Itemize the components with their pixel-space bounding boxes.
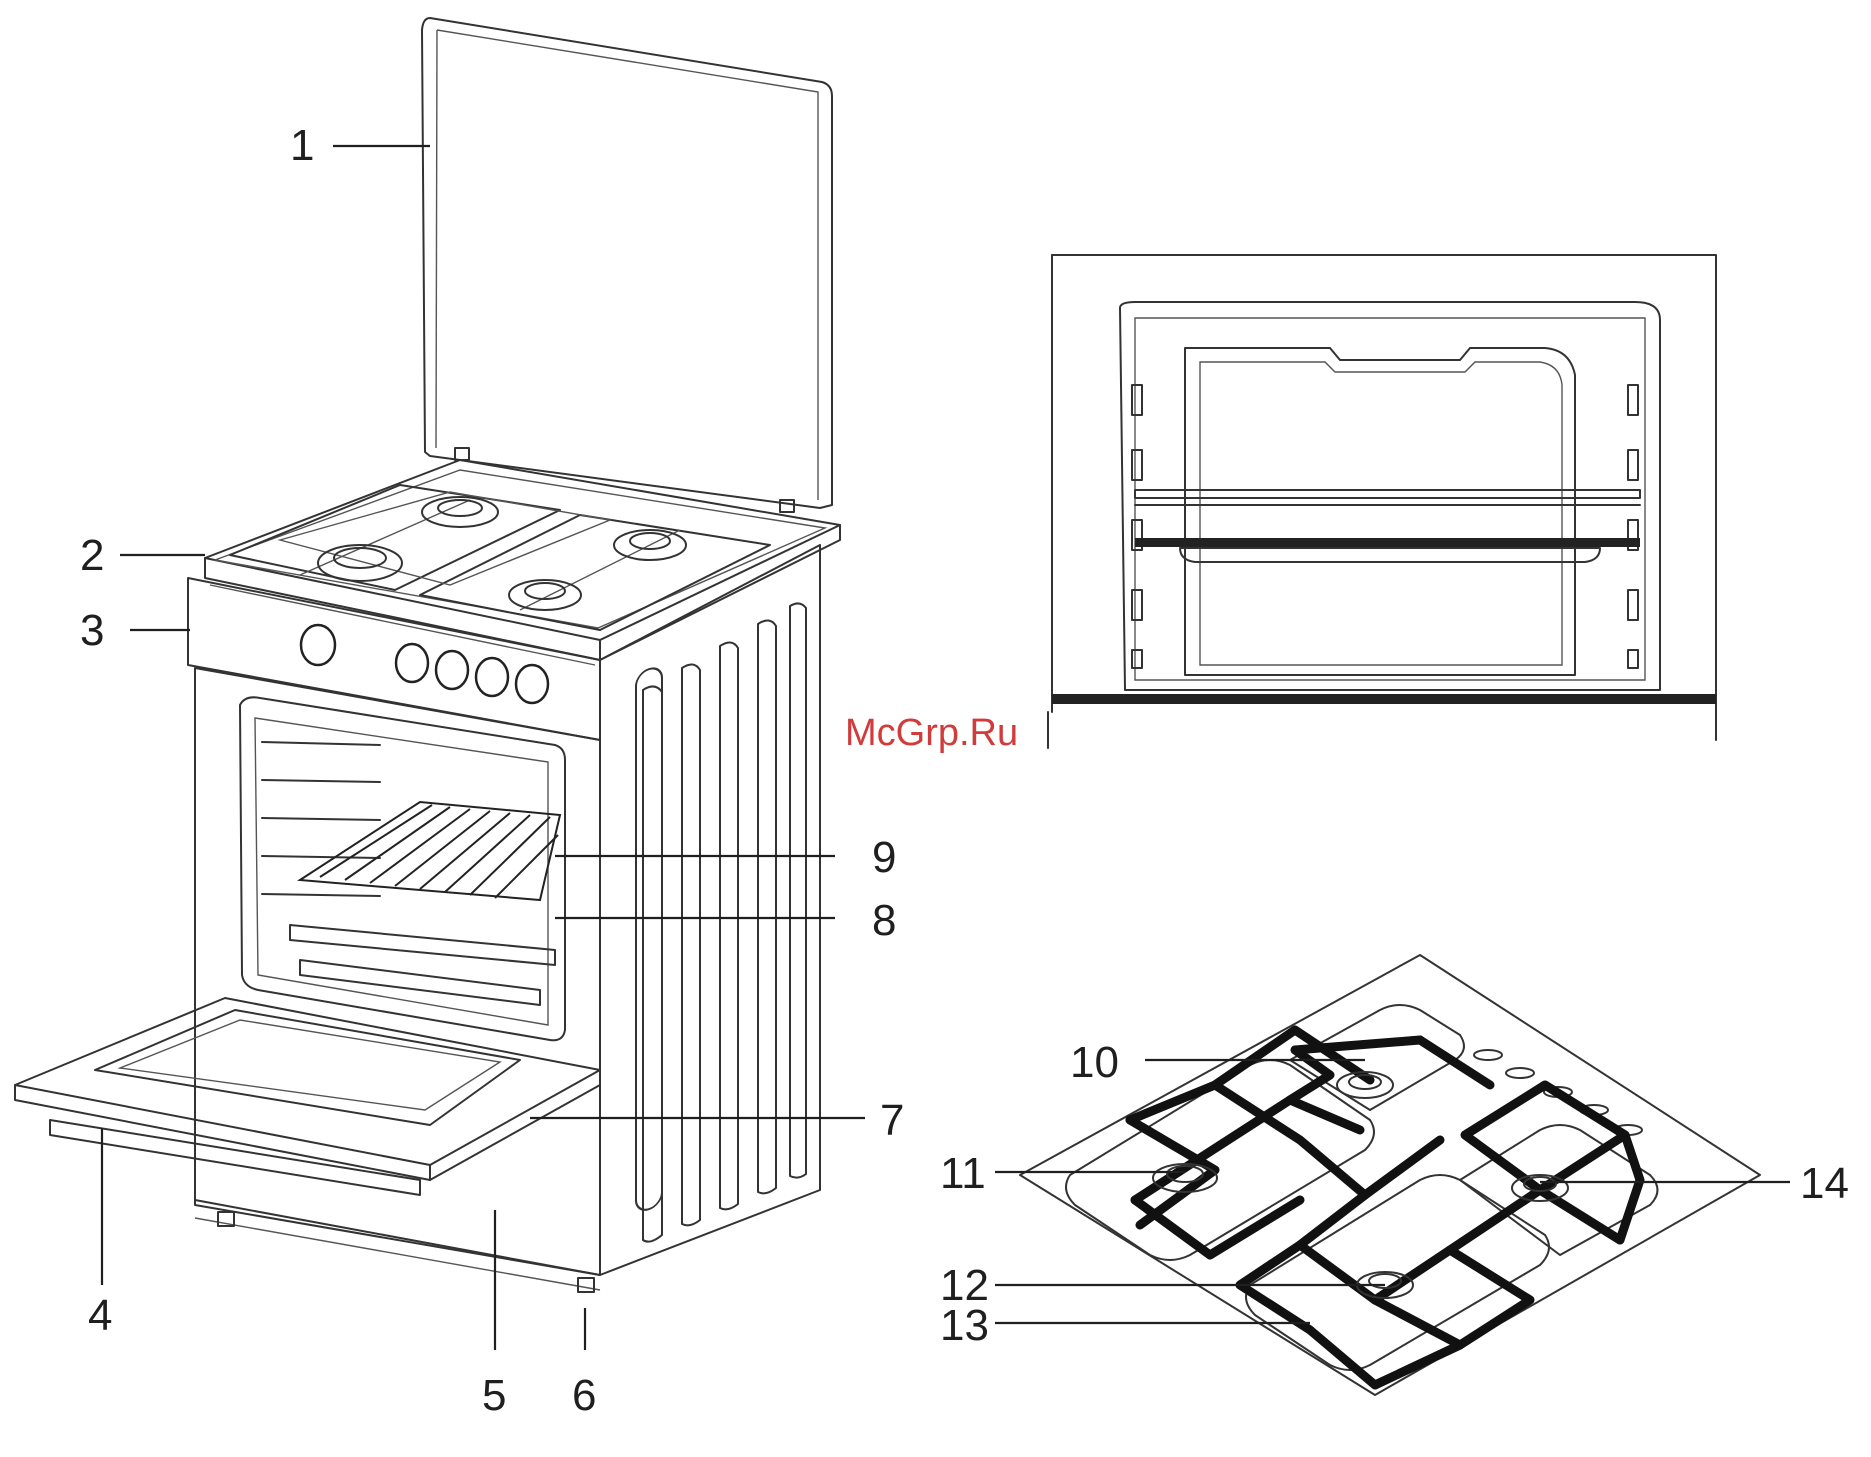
callout-14: 14: [1800, 1159, 1849, 1208]
leader-lines-main: [102, 146, 865, 1350]
callout-1: 1: [290, 121, 314, 170]
watermark: McGrp.Ru: [845, 712, 1018, 754]
knob-burner-1: [396, 644, 428, 682]
side-panel: [600, 545, 820, 1275]
knob-oven: [301, 625, 335, 665]
callout-labels: 1 2 3 4 5 6 7 8 9 10 11 12 13 14: [80, 121, 1849, 1420]
baking-tray: [290, 925, 555, 965]
callout-13: 13: [940, 1301, 989, 1350]
cooker-main-view: [15, 18, 865, 1350]
callout-11: 11: [940, 1149, 986, 1198]
storage-drawer: [195, 1200, 600, 1292]
cooktop-surface: [205, 460, 840, 660]
cooktop-top-view: [995, 955, 1790, 1395]
wire-rack: [300, 802, 560, 900]
lid: [422, 18, 832, 512]
callout-6: 6: [572, 1371, 596, 1420]
callout-3: 3: [80, 606, 104, 655]
callout-4: 4: [88, 1291, 112, 1340]
door-handle: [50, 1120, 420, 1195]
callout-8: 8: [872, 896, 896, 945]
control-panel: [188, 578, 600, 740]
callout-2: 2: [80, 531, 104, 580]
callout-9: 9: [872, 833, 896, 882]
foot-right: [578, 1278, 594, 1292]
knob-burner-4: [516, 665, 548, 703]
callout-10: 10: [1070, 1038, 1119, 1087]
callout-5: 5: [482, 1371, 506, 1420]
callout-7: 7: [880, 1096, 904, 1145]
knob-burner-3: [476, 658, 508, 696]
knob-burner-2: [436, 651, 468, 689]
oven-interior-inset: [1048, 255, 1716, 748]
oven-body: [195, 668, 600, 1275]
burner-rear-left: [1337, 1072, 1393, 1098]
